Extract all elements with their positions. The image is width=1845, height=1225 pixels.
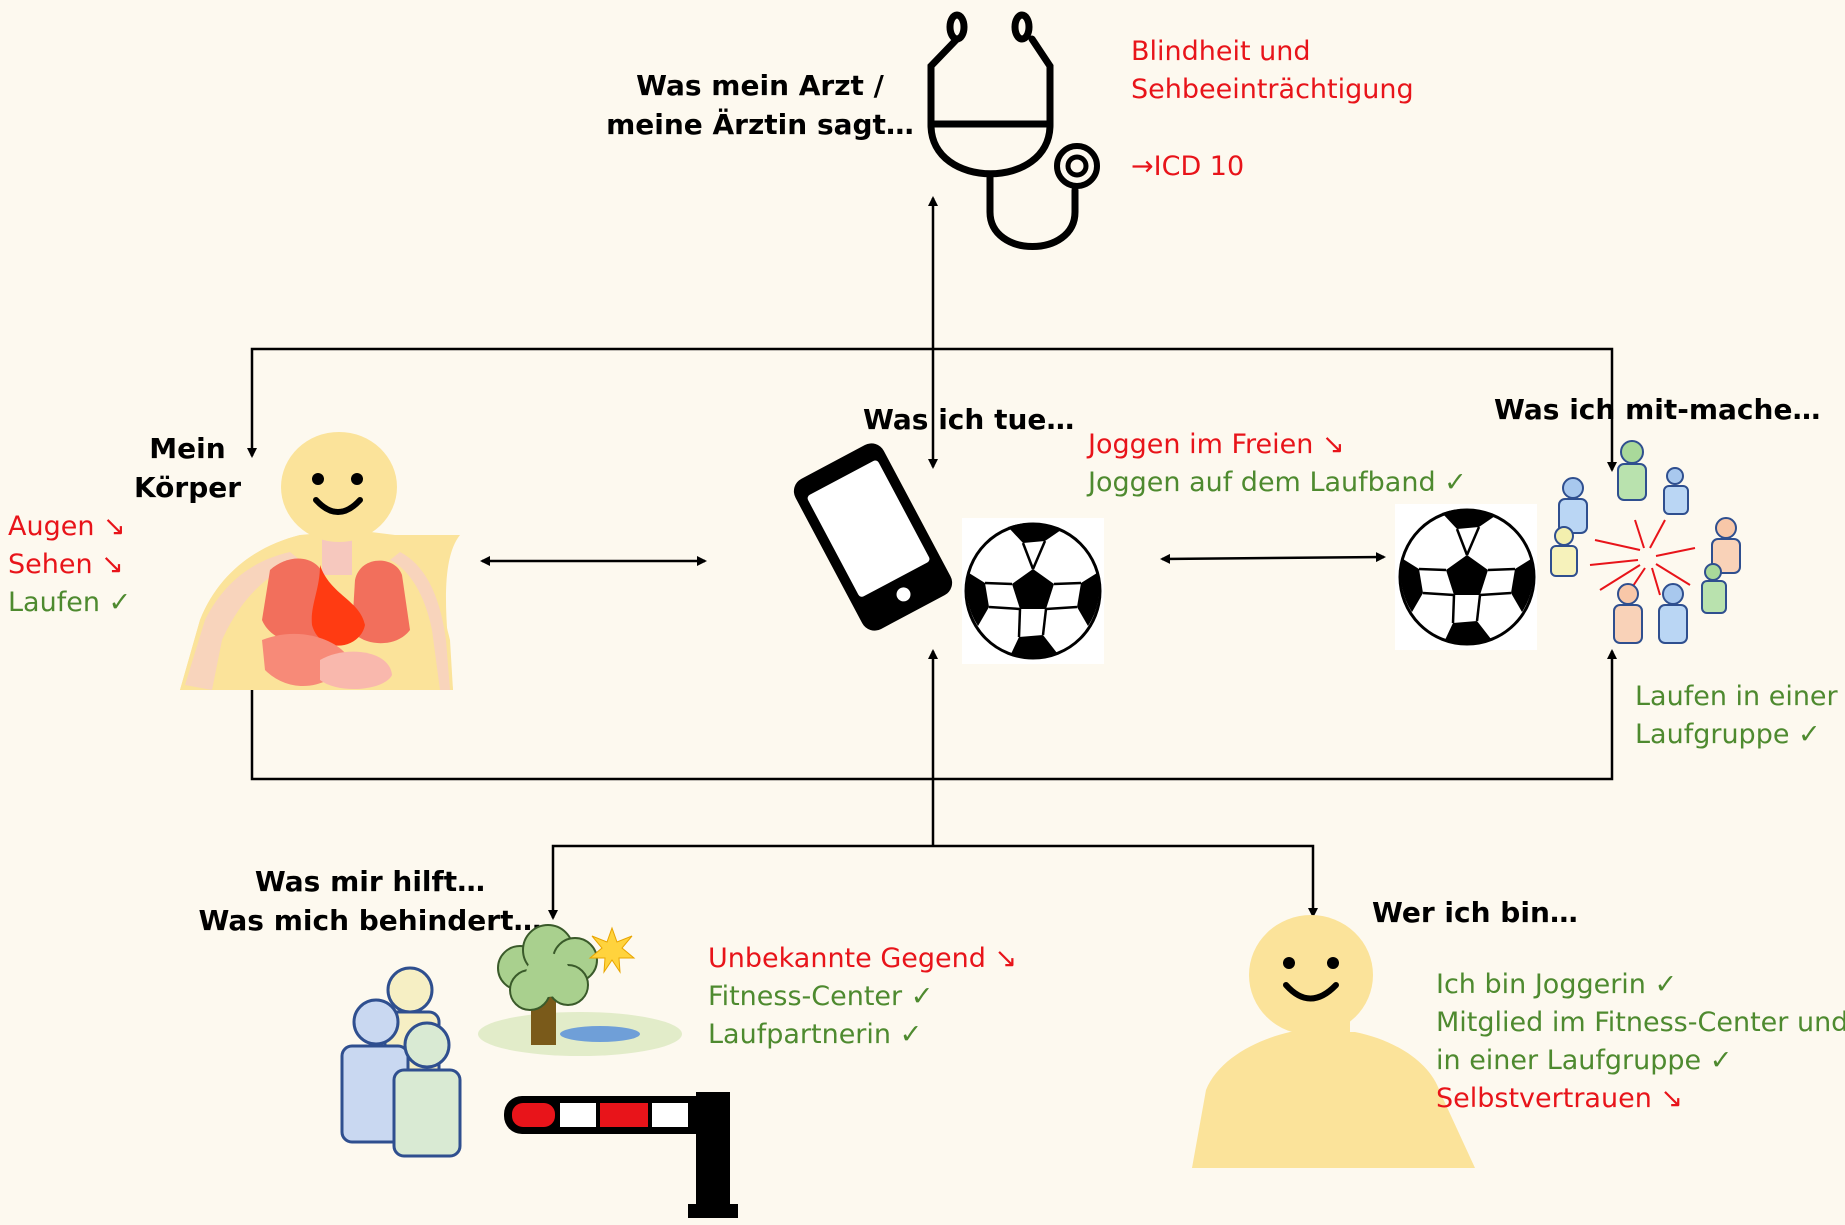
hilft-item: Unbekannte Gegend ↘ <box>708 943 1018 974</box>
hilft-heading: Was mir hilft… Was mich behindert… <box>190 862 550 940</box>
mitmache-items: Laufen in einer Laufgruppe ✓ <box>1635 678 1838 754</box>
bin-item: Selbstvertrauen ↘ <box>1436 1083 1684 1114</box>
arzt-heading-line2: meine Ärztin sagt… <box>606 108 914 141</box>
hilft-item: Laufpartnerin ✓ <box>708 1019 923 1050</box>
koerper-heading-line2: Körper <box>133 471 242 504</box>
arzt-lines: Blindheit und Sehbeeinträchtigung →ICD 1… <box>1131 33 1414 186</box>
arzt-line: Sehbeeinträchtigung <box>1131 74 1414 105</box>
koerper-item: Sehen ↘ <box>8 549 124 580</box>
arzt-heading-line1: Was mein Arzt / <box>636 69 884 102</box>
koerper-heading-line1: Mein <box>149 432 226 465</box>
bin-item: Mitglied im Fitness-Center und <box>1436 1007 1845 1038</box>
bin-item: Ich bin Joggerin ✓ <box>1436 969 1678 1000</box>
mitmache-item: Laufgruppe ✓ <box>1635 719 1821 750</box>
bin-heading: Wer ich bin… <box>1372 896 1578 929</box>
tue-item: Joggen auf dem Laufband ✓ <box>1088 467 1467 498</box>
koerper-heading: Mein Körper <box>130 429 245 507</box>
koerper-items: Augen ↘ Sehen ↘ Laufen ✓ <box>8 508 131 622</box>
tue-items: Joggen im Freien ↘ Joggen auf dem Laufba… <box>1088 426 1467 502</box>
mitmache-heading: Was ich mit-mache… <box>1494 393 1821 426</box>
hilft-items: Unbekannte Gegend ↘ Fitness-Center ✓ Lau… <box>708 940 1017 1054</box>
hilft-heading-line2: Was mich behindert… <box>198 904 542 937</box>
hilft-item: Fitness-Center ✓ <box>708 981 934 1012</box>
mitmache-item: Laufen in einer <box>1635 681 1838 712</box>
koerper-item: Laufen ✓ <box>8 587 132 618</box>
bin-items: Ich bin Joggerin ✓ Mitglied im Fitness-C… <box>1436 966 1845 1118</box>
tue-heading: Was ich tue… <box>863 403 1075 436</box>
arzt-line: →ICD 10 <box>1131 151 1245 182</box>
koerper-item: Augen ↘ <box>8 511 126 542</box>
arzt-line: Blindheit und <box>1131 36 1311 67</box>
hilft-heading-line1: Was mir hilft… <box>254 865 486 898</box>
bin-item: in einer Laufgruppe ✓ <box>1436 1045 1733 1076</box>
arzt-heading: Was mein Arzt / meine Ärztin sagt… <box>600 66 920 144</box>
tue-item: Joggen im Freien ↘ <box>1088 429 1345 460</box>
